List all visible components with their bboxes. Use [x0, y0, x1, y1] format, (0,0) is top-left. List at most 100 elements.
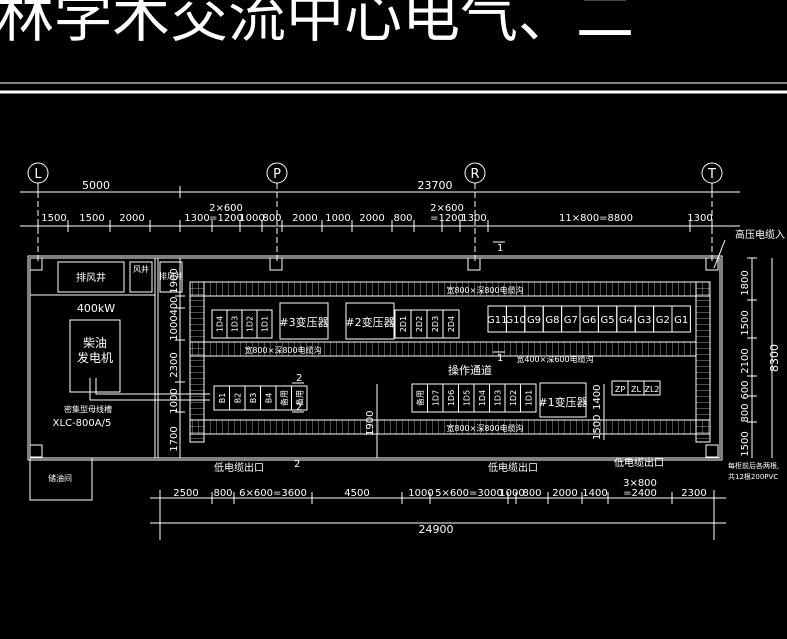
svg-text:#3变压器: #3变压器 [279, 315, 328, 329]
bottom-dim-9: 1400 [582, 488, 607, 499]
left-dim-4: 1000 [169, 388, 180, 413]
panel-zl-label-1: ZL [631, 385, 641, 394]
panel-2d-label-0: 2D1 [399, 316, 408, 332]
bus-duct-model: XLC-800A/5 [53, 418, 112, 429]
building-walls [27, 255, 723, 501]
panel-2d-label-1: 2D2 [415, 316, 424, 332]
right-dim-0: 1800 [740, 270, 751, 295]
svg-text:L: L [34, 167, 42, 182]
inner-dimensions: 1900 1400 1500 [365, 384, 605, 458]
svg-text:宽800×深800电缆沟: 宽800×深800电缆沟 [244, 345, 321, 355]
cable-trench-bottom: 宽800×深800电缆沟 [189, 419, 711, 435]
panel-g-label-1: G10 [505, 315, 525, 326]
top-dim-6: 800 [262, 213, 281, 224]
cable-trench-top: 宽800×深800电缆沟 [189, 281, 711, 297]
lv-cable-out-3: 低电缆出口 [614, 456, 664, 469]
section-marks: 2 2 1 1 2 [292, 241, 505, 470]
generator-power: 400kW [77, 302, 115, 315]
left-dim-5: 1700 [169, 426, 180, 451]
panel-zl-panel [643, 380, 661, 396]
panel-1d-top-label-3: 1D1 [261, 316, 270, 332]
svg-text:宽400×深600电缆沟: 宽400×深600电缆沟 [516, 354, 593, 364]
panel-1d-top-label-0: 1D4 [216, 316, 225, 332]
right-dim-4: 800 [740, 403, 751, 422]
svg-text:P: P [273, 167, 281, 182]
bus-duct-note: 密集型母线槽 [64, 404, 112, 414]
dim-overall-top: 23700 [418, 179, 453, 192]
bottom-dim-0: 2500 [173, 488, 198, 499]
panel-1d-bottom-label-2: 1D6 [447, 390, 456, 406]
svg-text:宽800×深800电缆沟: 宽800×深800电缆沟 [446, 285, 523, 295]
transformer-2: #2变压器 [345, 302, 395, 340]
top-dim-14: 1300 [687, 213, 712, 224]
svg-text:#1变压器: #1变压器 [538, 395, 587, 409]
left-dim-3: 2300 [169, 352, 180, 377]
svg-text:1900: 1900 [365, 411, 376, 436]
panel-1d-bottom-label-1: 1D7 [431, 390, 440, 406]
top-dim-11: 2×600 [430, 203, 464, 214]
drawing-title: 林学术交流中心电气、二 [0, 0, 634, 50]
panel-1d-top-label-2: 1D2 [246, 316, 255, 332]
panel-1d-bottom-panel [520, 383, 537, 413]
panel-1d-bottom-label-4: 1D4 [478, 390, 487, 406]
panel-zl-label-2: ZL2 [644, 385, 659, 394]
left-dim-2: 1000 [169, 315, 180, 340]
svg-text:2: 2 [294, 459, 300, 470]
panel-1d-top-label-1: 1D3 [231, 316, 240, 332]
panel-b-label-2: B3 [249, 393, 258, 404]
svg-text:T: T [707, 167, 716, 182]
top-dim-5: 1000 [239, 213, 264, 224]
switchgear-row-1D-top: 1D4 1D3 1D2 1D1 [211, 309, 273, 339]
top-dim-10: 800 [393, 213, 412, 224]
bottom-dim-10: =2400 [623, 488, 657, 499]
panel-g-label-6: G5 [601, 315, 615, 326]
svg-text:2: 2 [296, 402, 302, 413]
panel-b-label-0: B1 [218, 393, 227, 404]
panel-b-label-4: 备用 [279, 390, 289, 406]
panel-g-label-2: G9 [527, 315, 541, 326]
svg-text:风井: 风井 [133, 264, 149, 274]
bottom-dim-1: 800 [213, 488, 232, 499]
right-dim-3: 600 [740, 380, 751, 399]
panel-g-label-8: G3 [637, 315, 651, 326]
lv-cable-out-1: 低电缆出口 [214, 461, 264, 474]
right-dim-1: 1500 [740, 310, 751, 335]
bottom-dim-7: 800 [522, 488, 541, 499]
svg-text:1: 1 [497, 243, 503, 254]
panel-1d-bottom-label-6: 1D2 [509, 390, 518, 406]
right-dim-2: 2100 [740, 348, 751, 373]
top-dim-12: 1300 [461, 213, 486, 224]
panel-b-label-1: B2 [233, 393, 242, 404]
pipe-note-1: 每柜前后各两根, [728, 461, 779, 470]
svg-text:R: R [470, 167, 479, 182]
bottom-dim-10: 3×800 [623, 478, 657, 489]
dim-span-LP: 5000 [82, 179, 110, 192]
transformer-1: #1变压器 [538, 382, 588, 418]
panel-b-label-3: B4 [264, 393, 273, 404]
grid-axis-R: R [464, 162, 486, 262]
left-dim-1: 400 [169, 296, 180, 315]
bottom-dim-5: 5×600=3000 [435, 488, 503, 499]
grid-axis-P: P [266, 162, 288, 262]
top-dim-9: 2000 [359, 213, 384, 224]
panel-g-label-3: G8 [545, 315, 559, 326]
panel-zl-label-0: ZP [615, 385, 625, 394]
panel-1d-bottom-label-7: 1D1 [524, 390, 533, 406]
panel-b-panel [291, 385, 308, 411]
top-dim-4: =1200 [209, 213, 243, 224]
cable-trench-mid: 宽800×深800电缆沟 宽400×深600电缆沟 [189, 341, 697, 364]
top-dim-2: 2000 [119, 213, 144, 224]
dim-overall-bottom: 24900 [419, 523, 454, 536]
exhaust-shaft-room: 排风井 风井 排风井 [57, 261, 183, 293]
panel-g-panel [671, 305, 691, 333]
svg-text:2: 2 [296, 373, 302, 384]
panel-g-label-0: G11 [487, 315, 507, 326]
